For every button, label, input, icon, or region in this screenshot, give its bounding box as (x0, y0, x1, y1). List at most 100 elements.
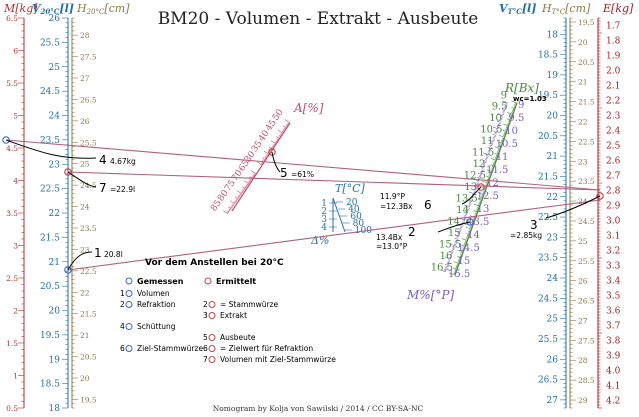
g-h20-tick-label: 27.5 (80, 53, 97, 62)
temp-right-label: 40 (348, 205, 360, 215)
g-v20-tick-label: 18.5 (40, 380, 60, 390)
g-brix-tick-label: 15 (458, 256, 471, 267)
g-e-tick-label: 3.4 (606, 277, 621, 287)
g-brix-tick-label: 9.5 (508, 113, 524, 124)
g-ht-tick-label: 20.5 (578, 58, 595, 67)
g-brix-tick-label: 9 (501, 90, 507, 101)
g-ht-tick-label: 28 (578, 356, 588, 365)
callout-2: 2 13.4Bx =13.0°P (376, 221, 471, 251)
g-ht-tick-label: 26.5 (578, 297, 595, 306)
callout-1: 1 20.8l (67, 246, 123, 271)
v20-axis-label: V20°C[l] (32, 2, 74, 16)
g-h20-tick-label: 23.5 (80, 224, 97, 233)
g-vt-tick-label: 26 (547, 355, 559, 365)
g-ht-tick-label: 21 (578, 78, 588, 87)
legend-computed-label: = Zielwert für Refraktion (220, 344, 313, 353)
g-e-tick-label: 3.8 (606, 337, 621, 347)
e-scale: 1.71.81.92.02.12.22.32.42.52.62.72.82.93… (597, 17, 621, 409)
svg-text:20.8l: 20.8l (104, 250, 123, 259)
g-brix-tick-label: 10.5 (496, 139, 518, 150)
g-m-tick-label: 3 (13, 242, 18, 251)
g-ht-tick-label: 23 (578, 157, 588, 166)
ht-axis-label: HT°C[cm] (541, 2, 591, 16)
g-h20-tick-label: 26.5 (80, 95, 97, 104)
h20-axis-label: H20°C[cm] (76, 2, 130, 16)
legend-computed-marker (208, 301, 216, 308)
g-brix-tick-label: 15.5 (448, 269, 470, 280)
g-m-tick-label: 4.5 (6, 144, 18, 153)
g-ht-tick-label: 25.5 (578, 257, 595, 266)
legend-measured-label: Ziel-Stammwürze (137, 344, 203, 353)
m-axis-label: M[kg] (3, 2, 38, 15)
line-1-to-2 (67, 199, 601, 271)
temp-left-label: 1 (321, 199, 327, 209)
g-h20-tick-label: 22 (80, 288, 90, 297)
g-h20-tick-label: 19.5 (80, 395, 97, 404)
svg-text:2: 2 (408, 225, 416, 239)
g-brix-tick-label: 11.5 (486, 165, 508, 176)
legend-measured-num: 4 (120, 322, 125, 331)
legend-computed-marker (208, 356, 216, 363)
svg-text:1: 1 (94, 246, 102, 260)
legend-computed-label: Ausbeute (220, 333, 256, 342)
g-h20-tick-label: 24.5 (80, 181, 97, 190)
legend-measured-marker (125, 301, 133, 308)
legend-computed-label: = Stammwürze (220, 300, 278, 309)
temp-right-label: 80 (353, 219, 365, 229)
g-m-tick-label: 5.5 (6, 79, 18, 88)
g-brix-tick-label: 15.5 (439, 239, 461, 250)
g-ht-tick-label: 28.5 (578, 376, 595, 385)
legend-computed-num: 6 (203, 344, 208, 353)
g-ht-tick-label: 26 (578, 277, 588, 286)
g-vt-tick-label: 19.5 (538, 91, 558, 101)
g-brix-tick-label: 11 (496, 152, 509, 163)
legend-measured-num: 1 (120, 289, 125, 298)
g-m-tick-label: 5 (13, 112, 18, 121)
g-vt-tick-label: 20 (547, 112, 559, 122)
g-brix-tick-label: 13 (464, 182, 477, 193)
marker-e-3 (596, 192, 604, 200)
svg-text:=13.0°P: =13.0°P (376, 242, 408, 251)
svg-text:6: 6 (424, 198, 432, 212)
g-brix-tick-label: 10.5 (480, 125, 502, 136)
g-m-tick-label: 0.5 (6, 404, 18, 413)
temp-left-label: 4 (321, 223, 327, 233)
g-m-tick-label: 2 (13, 307, 18, 316)
marker-pct-5 (268, 148, 276, 156)
g-v20-tick-label: 22 (49, 209, 60, 219)
g-brix-tick-label: 10 (489, 113, 502, 124)
g-brix-tick-label: 11 (481, 136, 494, 147)
g-e-tick-label: 2.0 (606, 67, 621, 77)
g-ht-tick-label: 19.5 (578, 18, 595, 27)
v20-scale: 2625.52524.52423.52322.52221.52120.52019… (40, 14, 69, 414)
brix-scale: 99.51010.51111.51212.51313.51414.51515.5… (431, 90, 525, 280)
g-m-tick-label: 2.5 (6, 274, 18, 283)
h20-scale: 2827.52726.52625.52524.52423.52322.52221… (71, 17, 97, 409)
percent-axis-label: A[%] (293, 101, 324, 115)
g-ht-tick-label: 22.5 (578, 137, 595, 146)
legend-measured-label: Refraktion (137, 300, 176, 309)
svg-text:VT°C[l]: VT°C[l] (499, 2, 536, 16)
legend-computed-num: 7 (203, 355, 208, 364)
callout-5: 5 =61% (271, 151, 314, 180)
g-ht-tick-label: 20 (578, 38, 588, 47)
g-h20-tick-label: 24 (80, 203, 90, 212)
legend-measured-label: Schüttung (137, 322, 176, 331)
g-m-tick-label: 1.5 (6, 339, 18, 348)
callout-7: 7 =22.9l (67, 171, 135, 195)
legend-measured-marker (125, 323, 133, 330)
footer-credit: Nomogram by Kolja von Sawilski / 2014 / … (213, 404, 424, 413)
svg-text:HT°C[cm]: HT°C[cm] (541, 2, 591, 16)
g-e-tick-label: 3.2 (606, 247, 620, 257)
g-vt-tick-label: 19 (547, 71, 559, 81)
g-m-tick-label: 3.5 (6, 209, 18, 218)
g-brix-tick-label: 12 (473, 159, 486, 170)
g-e-tick-label: 4.0 (606, 367, 621, 377)
g-brix-tick-label: 9 (518, 100, 524, 111)
g-v20-tick-label: 25.5 (40, 38, 60, 48)
diagram-title: BM20 - Volumen - Extrakt - Ausbeute (158, 9, 479, 29)
g-ht-tick-label: 23.5 (578, 177, 595, 186)
g-v20-tick-label: 22.5 (40, 185, 60, 195)
